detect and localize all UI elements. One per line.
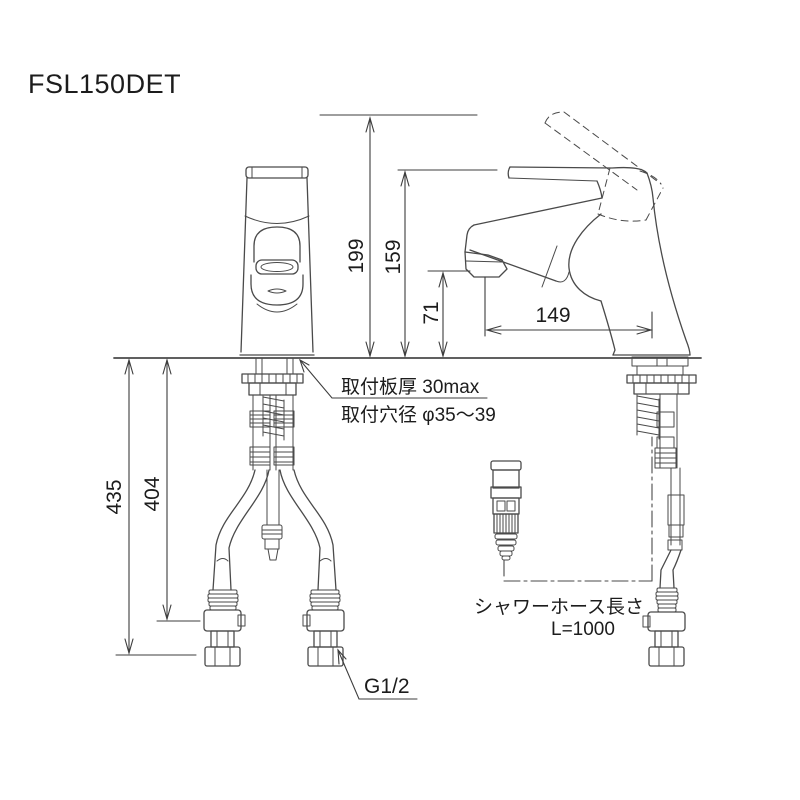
note-shower-hose: シャワーホース長さ L=1000 — [474, 597, 644, 640]
front-view-left-connector — [203, 589, 246, 667]
dim-label-149: 149 — [535, 304, 570, 327]
note-shower-hose-length: L=1000 — [551, 619, 615, 640]
front-view-under-counter — [241, 357, 304, 471]
side-view-lever-raised-dashed — [544, 111, 664, 222]
dimension-71: 71 — [420, 270, 471, 359]
front-view-right-connector — [302, 589, 345, 667]
side-view-under-counter — [626, 356, 697, 667]
note-mount-thickness: 取付板厚 30max — [341, 376, 480, 398]
dim-label-199: 199 — [345, 238, 368, 273]
note-shower-hose-label: シャワーホース長さ — [474, 597, 644, 618]
model-title: FSL150DET — [28, 69, 181, 99]
dimension-149: 149 — [484, 276, 654, 339]
dim-label-71: 71 — [420, 301, 443, 324]
dimension-159: 159 — [382, 169, 498, 359]
note-mount-hole: 取付穴径 φ35〜39 — [341, 404, 496, 426]
shower-hose-chain-line — [503, 436, 653, 582]
shower-hose-connector — [490, 460, 522, 561]
dim-label-435: 435 — [103, 479, 126, 514]
note-thread: G1/2 — [337, 648, 418, 700]
dim-label-404: 404 — [141, 476, 164, 511]
note-mounting: 取付板厚 30max 取付穴径 φ35〜39 — [299, 358, 496, 426]
note-thread-size: G1/2 — [364, 675, 410, 698]
side-view-faucet-body — [464, 166, 691, 356]
dim-label-159: 159 — [382, 239, 405, 274]
dimension-404: 404 — [141, 357, 201, 622]
front-view-faucet-body — [239, 166, 315, 356]
dimension-435: 435 — [103, 357, 197, 656]
dimension-199: 199 — [319, 114, 478, 359]
front-view-supply-hoses — [212, 469, 337, 591]
